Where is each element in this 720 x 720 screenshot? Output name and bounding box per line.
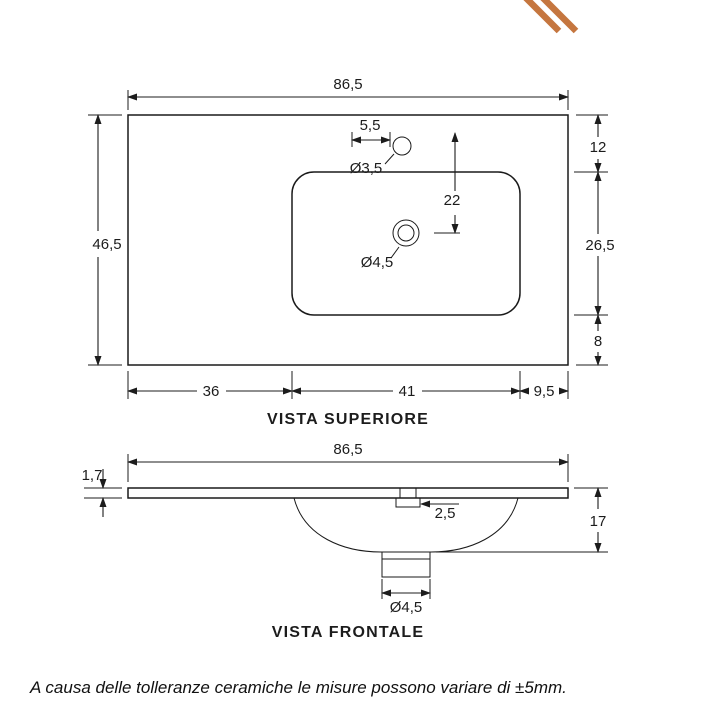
- brand-logo-mark: [523, 0, 579, 34]
- dim-label-left-depth: 46,5: [92, 236, 121, 253]
- dim-label-right-bottom: 8: [594, 333, 602, 350]
- dim-left-depth: 46,5: [88, 114, 122, 366]
- logo-stroke-left: [523, 0, 562, 34]
- front-view: 86,5 1,7 2,5: [82, 441, 608, 641]
- drain-profile: [381, 552, 431, 578]
- dim-label-drain-diameter-front: Ø4,5: [390, 599, 423, 616]
- dim-faucet-offset: 5,5: [351, 117, 391, 147]
- dim-label-drain-diameter-top: Ø4,5: [361, 254, 394, 271]
- top-view-title: VISTA SUPERIORE: [267, 411, 429, 428]
- dim-label-faucet-diameter: Ø3,5: [350, 160, 383, 177]
- dim-drain-diameter-front: Ø4,5: [381, 579, 431, 616]
- dim-label-basin-depth: 17: [590, 513, 607, 530]
- logo-stroke-right: [540, 0, 579, 34]
- countertop-outline: [127, 114, 569, 366]
- dim-right-segments: 12 26,5 8: [574, 114, 615, 366]
- dim-label-slab-thickness: 1,7: [82, 467, 103, 484]
- dim-hole-to-drain: 22: [434, 132, 461, 234]
- dim-label-hole-to-drain: 22: [444, 192, 461, 209]
- dim-bottom-segments: 36 41 9,5: [127, 371, 569, 400]
- basin-bowl-profile: [293, 497, 519, 553]
- dim-label-front-width: 86,5: [333, 441, 362, 458]
- dim-label-bottom-middle: 41: [399, 383, 416, 400]
- dim-front-width: 86,5: [127, 441, 569, 482]
- front-view-title: VISTA FRONTALE: [272, 624, 425, 641]
- dim-drain-diameter-top: Ø4,5: [361, 246, 400, 271]
- dim-label-top-width: 86,5: [333, 76, 362, 93]
- dim-faucet-diameter: Ø3,5: [350, 153, 395, 177]
- faucet-hole: [392, 136, 412, 156]
- top-view: 86,5 46,5 12 26,5 8: [88, 76, 615, 428]
- dim-recess-depth: 2,5: [420, 500, 459, 522]
- dim-top-width: 86,5: [127, 76, 569, 110]
- dim-slab-thickness: 1,7: [82, 467, 122, 517]
- basin-outline: [291, 171, 521, 316]
- dim-label-faucet-offset: 5,5: [360, 117, 381, 134]
- dim-label-right-middle: 26,5: [585, 237, 614, 254]
- slab-profile: [127, 487, 569, 499]
- tolerance-note: A causa delle tolleranze ceramiche le mi…: [30, 678, 567, 697]
- dim-label-bottom-left: 36: [203, 383, 220, 400]
- dim-basin-depth: 17: [436, 487, 608, 553]
- drain-hole-outer: [392, 219, 420, 247]
- dim-label-right-top: 12: [590, 139, 607, 156]
- drain-hole-inner: [397, 224, 415, 242]
- dim-label-recess-depth: 2,5: [435, 505, 456, 522]
- dim-label-bottom-right: 9,5: [534, 383, 555, 400]
